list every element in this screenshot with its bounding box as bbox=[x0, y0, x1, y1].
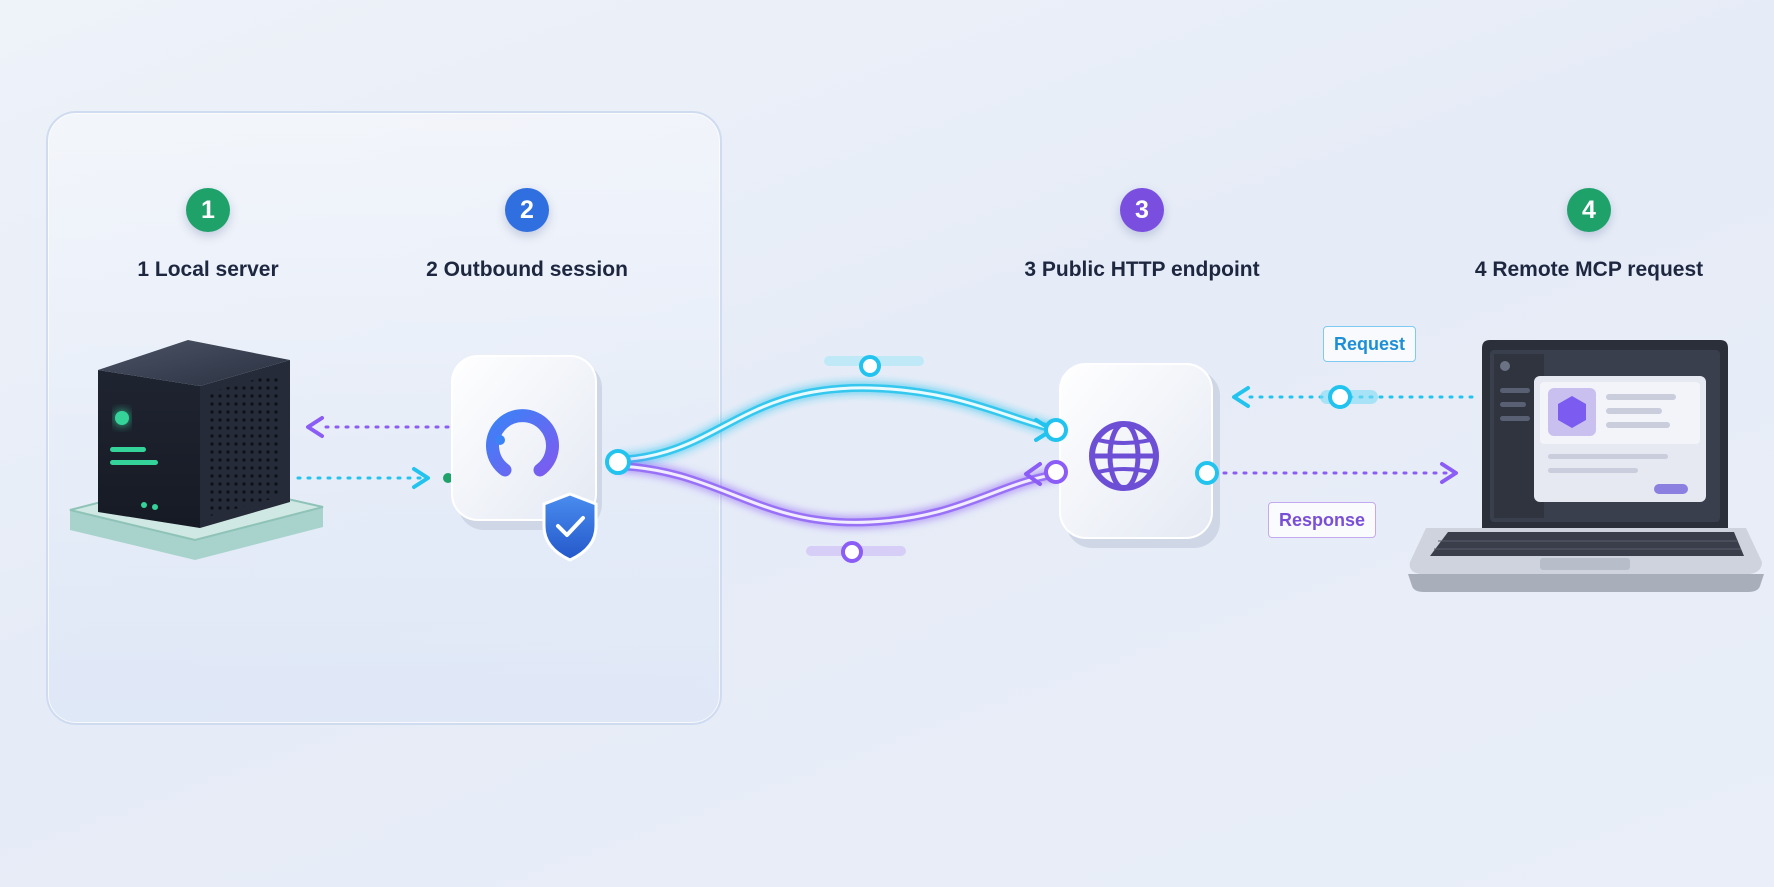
globe-icon bbox=[1044, 363, 1220, 548]
step-remote-request: 4 4 Remote MCP request bbox=[1439, 188, 1739, 282]
step-label: 4 Remote MCP request bbox=[1474, 258, 1704, 281]
tunnel-client-icon bbox=[451, 355, 602, 530]
step-label: 2 Outbound session bbox=[426, 258, 628, 281]
tunnel-response-wire bbox=[617, 462, 1059, 527]
packet-marker-top bbox=[824, 355, 924, 377]
server-icon bbox=[69, 340, 324, 560]
remote-request-arrow bbox=[1232, 385, 1474, 409]
step-outbound-session: 2 2 Outbound session bbox=[377, 188, 677, 282]
request-tag: Request bbox=[1323, 326, 1417, 362]
tunnel-port bbox=[605, 449, 631, 475]
step-local-server: 1 1 Local server bbox=[58, 188, 358, 282]
remote-response-arrow bbox=[1222, 462, 1458, 484]
packet-marker-bottom bbox=[806, 541, 906, 563]
response-tag: Response bbox=[1268, 502, 1377, 538]
step-label: 3 Public HTTP endpoint bbox=[1024, 258, 1260, 281]
step-badge: 3 bbox=[1120, 188, 1164, 232]
step-badge: 4 bbox=[1567, 188, 1611, 232]
local-response-arrow bbox=[306, 416, 450, 438]
step-label: 1 Local server bbox=[137, 258, 279, 281]
laptop-icon bbox=[1408, 340, 1764, 592]
shield-check-icon bbox=[542, 492, 598, 562]
step-public-endpoint: 3 3 Public HTTP endpoint bbox=[992, 188, 1292, 282]
step-badge: 1 bbox=[186, 188, 230, 232]
local-request-arrow bbox=[296, 467, 453, 489]
step-badge: 2 bbox=[505, 188, 549, 232]
tunnel-request-wire bbox=[617, 383, 1059, 464]
